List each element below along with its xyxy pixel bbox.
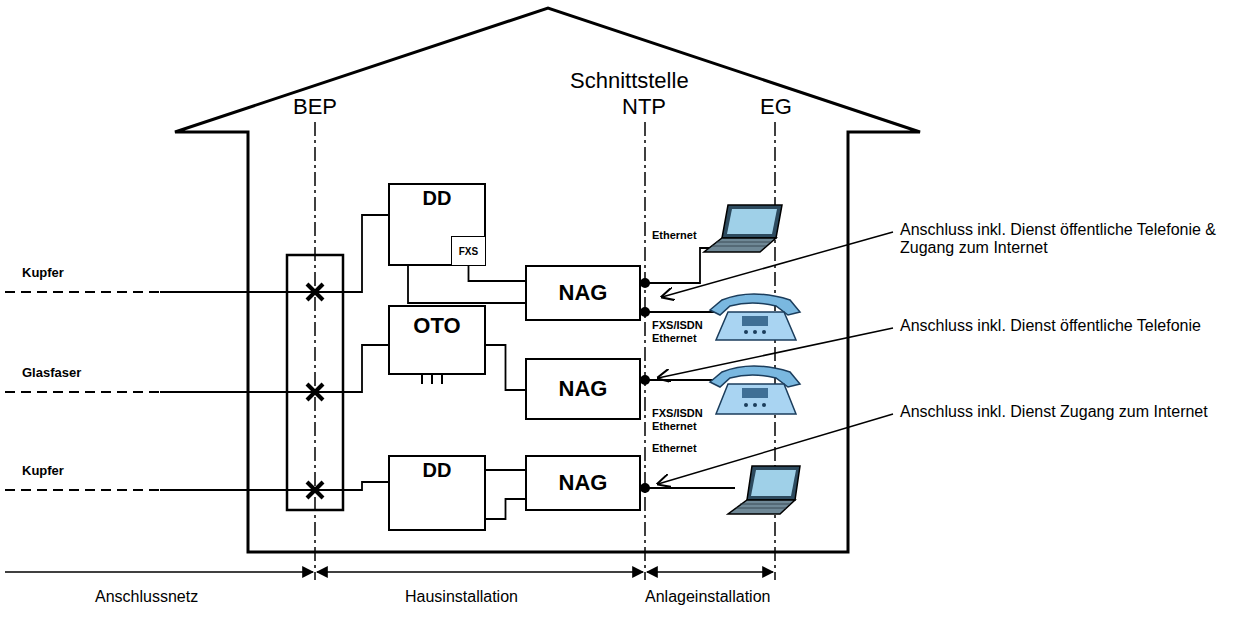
bep-crosses <box>307 284 323 498</box>
section-label: Hausinstallation <box>405 588 518 606</box>
node-label: NAG <box>559 280 608 306</box>
callout-text: Anschluss inkl. Dienst Zugang zum Intern… <box>900 403 1238 421</box>
laptop-icon <box>728 466 800 514</box>
node-label: OTO <box>413 313 460 339</box>
phone-icon <box>710 366 800 414</box>
bep-box <box>287 255 343 510</box>
laptop-icon <box>704 205 782 252</box>
section-label: Anlageinstallation <box>645 588 770 606</box>
callout-text: Anschluss inkl. Dienst öffentliche Telef… <box>900 221 1238 258</box>
interface-label: Ethernet <box>652 229 697 242</box>
node-label: DD <box>423 459 452 482</box>
house-outline <box>175 8 920 552</box>
section-label: Anschlussnetz <box>95 588 198 606</box>
point-label: NTP <box>622 94 666 119</box>
nag-box: NAG <box>525 265 641 321</box>
wire-connector <box>486 469 525 471</box>
wire-connector <box>486 499 525 519</box>
section-arrows <box>5 571 773 573</box>
point-label: EG <box>760 94 792 119</box>
line-type-label: Kupfer <box>22 266 64 281</box>
interface-heading: Schnittstelle <box>570 68 689 93</box>
line-type-label: Kupfer <box>22 464 64 479</box>
ntp-dots <box>640 278 650 493</box>
access-lines <box>5 215 388 490</box>
oto-ports <box>422 375 442 384</box>
node-label: DD <box>423 187 452 210</box>
dd-box: DD FXS <box>388 183 486 266</box>
wire-connector <box>469 266 526 281</box>
interface-label: Ethernet <box>652 442 697 455</box>
node-label: NAG <box>559 376 608 402</box>
callout-text: Anschluss inkl. Dienst öffentliche Telef… <box>900 317 1238 335</box>
interface-label: FXS/ISDN Ethernet <box>652 407 714 432</box>
wire-connector <box>408 266 525 303</box>
nag-box: NAG <box>525 455 641 511</box>
node-label: FXS <box>459 246 478 257</box>
nag-box: NAG <box>525 358 641 420</box>
line-type-label: Glasfaser <box>22 366 81 381</box>
phone-icon <box>710 294 800 340</box>
reference-lines <box>315 122 775 580</box>
oto-box: OTO <box>388 305 486 375</box>
dd-box: DD <box>388 455 486 531</box>
terminal-wires <box>645 248 735 488</box>
point-label: BEP <box>293 94 337 119</box>
interface-label: FXS/ISDN Ethernet <box>652 319 714 344</box>
node-label: NAG <box>559 470 608 496</box>
fxs-box: FXS <box>451 236 486 266</box>
wire-connector <box>486 345 525 390</box>
